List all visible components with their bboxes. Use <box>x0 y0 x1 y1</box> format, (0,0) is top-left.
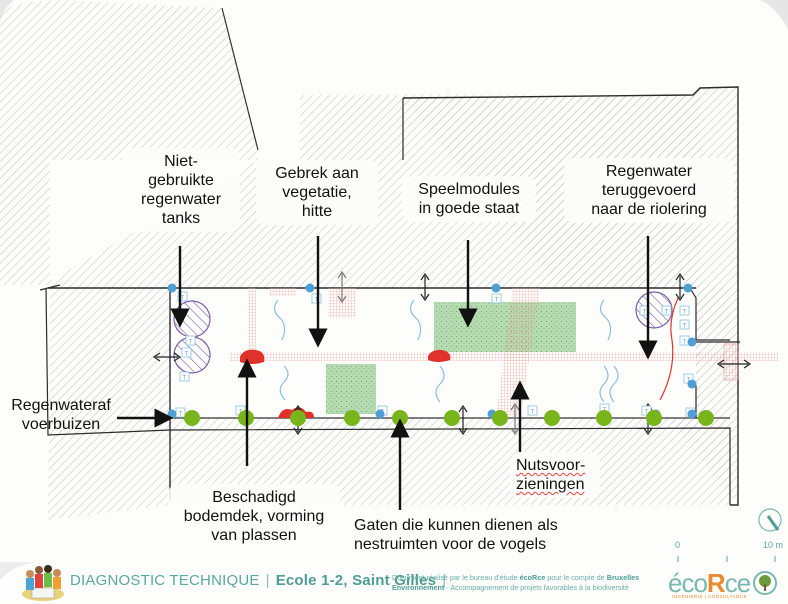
svg-text:T: T <box>181 296 185 302</box>
svg-text:T: T <box>645 410 649 416</box>
svg-text:T: T <box>531 410 535 416</box>
tank-marker-icon: T <box>185 335 196 346</box>
tank-marker-icon: T <box>679 305 690 316</box>
downpipe-dot <box>687 379 697 389</box>
downpipe-dot <box>491 283 501 293</box>
ecorce-logo: écoRce <box>668 568 751 598</box>
vegetation-patch <box>326 364 376 414</box>
label-lack-vegetation: Gebrek aan vegetatie, hitte <box>256 160 378 225</box>
water-flow-arrows <box>273 299 619 403</box>
tank-marker-icon: T <box>661 305 672 316</box>
tank-marker-icon: T <box>179 371 190 382</box>
downpipe-dot <box>687 409 697 419</box>
label-bird-holes: Gaten die kunnen dienen als nestruimten … <box>354 517 558 553</box>
footer-title: DIAGNOSTIC TECHNIQUE|Ecole 1-2, Saint Gi… <box>70 572 447 589</box>
bird-hole-dot <box>646 410 662 426</box>
svg-text:T: T <box>683 324 687 330</box>
svg-text:T: T <box>183 376 187 382</box>
downpipe-dot <box>167 409 177 419</box>
bird-hole-dot <box>344 410 360 426</box>
scale-end-label: 10 m <box>763 540 784 550</box>
label-unused-tanks: Niet- gebruikte regenwater tanks <box>122 148 240 232</box>
sewer-return-line <box>659 297 679 401</box>
svg-text:T: T <box>185 352 189 358</box>
page-corner <box>0 562 36 580</box>
downpipe-dot <box>375 409 385 419</box>
bird-hole-dot <box>392 410 408 426</box>
scale-start-label: 0 <box>675 540 681 550</box>
label-utilities: Nutsvoor- zieningen <box>510 452 600 498</box>
tank-marker-icon: T <box>181 347 192 358</box>
children-illustration-icon <box>22 565 64 601</box>
callout-arrows <box>117 236 658 510</box>
tank-marker-icon: T <box>491 293 502 304</box>
bird-hole-dot <box>698 410 714 426</box>
tank-marker-icon: T <box>175 407 186 418</box>
svg-text:T: T <box>495 298 499 304</box>
vegetation-patch <box>434 302 576 352</box>
page-corner <box>760 0 788 30</box>
page-corner <box>0 0 14 22</box>
downpipe-dot <box>683 283 693 293</box>
tank-marker-icon: T <box>177 291 188 302</box>
tree-logo-icon <box>753 571 777 595</box>
label-rainwater-sewer: Regenwater teruggevoerd naar de riolerin… <box>564 158 734 223</box>
bird-hole-dot <box>444 410 460 426</box>
downpipe-dot <box>167 283 177 293</box>
svg-text:T: T <box>643 310 647 316</box>
tank-marker-icon: T <box>311 293 322 304</box>
svg-text:T: T <box>315 298 319 304</box>
footer-credits: Document réalisé par le bureau d'étude é… <box>392 573 640 592</box>
downpipe-dot <box>687 337 697 347</box>
bird-hole-dot <box>544 410 560 426</box>
svg-text:T: T <box>687 378 691 384</box>
downpipe-dot <box>305 283 315 293</box>
paved-strips <box>230 288 778 418</box>
svg-text:T: T <box>665 310 669 316</box>
footer: DIAGNOSTIC TECHNIQUE|Ecole 1-2, Saint Gi… <box>0 562 788 604</box>
svg-text:T: T <box>179 412 183 418</box>
ecorce-tagline: INGÉNIERIE | CONSULTANCE <box>672 594 748 599</box>
north-arrow-icon <box>758 508 782 532</box>
tank-marker-icon: T <box>679 319 690 330</box>
bird-hole-dot <box>184 410 200 426</box>
bird-hole-dot <box>596 410 612 426</box>
svg-text:T: T <box>189 340 193 346</box>
bird-hole-dot <box>290 410 306 426</box>
label-play-modules: Speelmodules in goede staat <box>402 176 536 222</box>
svg-text:T: T <box>683 310 687 316</box>
tank-marker-icon: T <box>641 405 652 416</box>
bird-nesting-holes <box>184 410 714 426</box>
label-damaged-ground: Beschadigd bodemdek, vorming van plassen <box>168 484 340 549</box>
tank-marker-icon: T <box>679 335 690 346</box>
tank-marker-icon: T <box>527 405 538 416</box>
bird-hole-dot <box>492 410 508 426</box>
label-downpipes: Regenwateraf voerbuizen <box>11 397 111 433</box>
svg-text:T: T <box>683 340 687 346</box>
scale-bar <box>677 556 776 562</box>
